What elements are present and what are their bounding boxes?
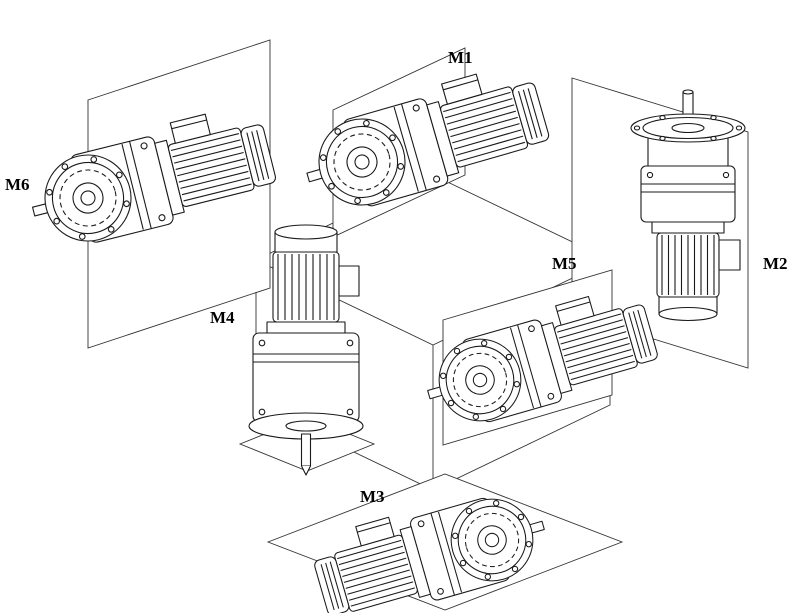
label-m1: M1 bbox=[448, 48, 473, 67]
label-m3: M3 bbox=[360, 487, 385, 506]
label-m2: M2 bbox=[763, 254, 788, 273]
label-m6: M6 bbox=[5, 175, 30, 194]
label-m4: M4 bbox=[210, 308, 235, 327]
label-m5: M5 bbox=[552, 254, 577, 273]
